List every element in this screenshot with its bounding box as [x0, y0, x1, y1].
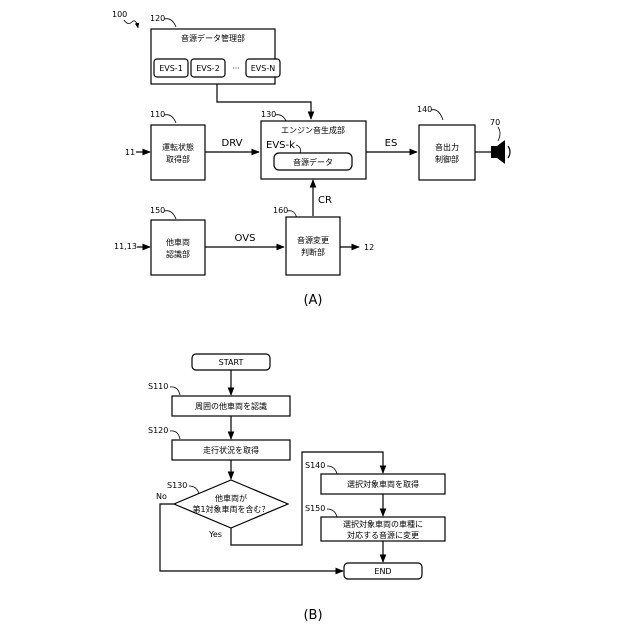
ref-70-leader: [498, 127, 500, 141]
end-label: END: [374, 567, 391, 576]
input-11: 11: [125, 148, 135, 157]
ref-70: 70: [490, 118, 500, 127]
ref-150-leader: [164, 211, 176, 219]
block-diagram: 100 120 音源データ管理部 EVS-1 EVS-2 ··· EVS-N 1…: [112, 10, 510, 308]
ref-140: 140: [417, 105, 432, 114]
evs-n-label: EVS-N: [251, 64, 275, 73]
flowchart: START S110 周囲の他車両を認識 S120 走行状況を取得 S130 他…: [148, 354, 445, 623]
sound-change-box: [286, 217, 340, 275]
s120-text: 走行状況を取得: [203, 445, 259, 455]
s130-line2: 第1対象車両を含む？: [192, 504, 269, 514]
es-label: ES: [385, 138, 398, 149]
cr-label: CR: [318, 195, 332, 206]
sound-change-line2: 判断部: [301, 247, 325, 257]
yes-label: Yes: [208, 530, 222, 539]
ref-160: 160: [273, 206, 288, 215]
ovs-label: OVS: [235, 233, 256, 244]
s150-label: S150: [305, 504, 325, 513]
evs-k-label: EVS-k: [266, 140, 295, 151]
s110-label: S110: [148, 382, 168, 391]
ref-140-leader: [431, 110, 443, 120]
s120-label: S120: [148, 426, 168, 435]
ref-110-leader: [164, 115, 176, 123]
evs-ellipsis: ···: [232, 64, 240, 73]
sound-data-inner-label: 音源データ: [293, 157, 333, 167]
drv-label: DRV: [222, 138, 243, 149]
s150-line2: 対応する音源に変更: [347, 530, 419, 540]
s130-line1: 他車両が: [215, 493, 247, 503]
s150-line1: 選択対象車両の車種に: [343, 519, 423, 529]
caption-a: (A): [303, 293, 322, 308]
other-vehicle-line1: 他車両: [166, 237, 190, 247]
ref-130: 130: [261, 110, 276, 119]
driving-state-line2: 取得部: [166, 154, 190, 164]
sound-output-line2: 制御部: [435, 154, 459, 164]
ref-150: 150: [150, 206, 165, 215]
evs-2-label: EVS-2: [196, 64, 220, 73]
ref-100-leader: [124, 20, 138, 28]
s140-label: S140: [305, 461, 325, 470]
s130-leader: [189, 486, 199, 494]
evs-1-label: EVS-1: [159, 64, 183, 73]
sound-output-line1: 音出力: [435, 142, 459, 152]
engine-sound-gen-title: エンジン音生成部: [281, 125, 345, 135]
sound-change-line1: 音源変更: [297, 235, 329, 245]
s130-decision: [174, 480, 288, 528]
input-11-13: 11,13: [114, 242, 137, 251]
sound-data-manager-title: 音源データ管理部: [181, 33, 245, 43]
s140-text: 選択対象車両を取得: [347, 479, 419, 489]
driving-state-box: [151, 125, 205, 180]
s130-label: S130: [167, 481, 187, 490]
output-12: 12: [364, 243, 374, 252]
driving-state-line1: 運転状態: [162, 142, 194, 152]
other-vehicle-box: [151, 220, 205, 275]
s150-leader: [327, 509, 337, 517]
caption-b: (B): [303, 608, 322, 623]
s110-text: 周囲の他車両を認識: [195, 401, 267, 411]
speaker-icon: [491, 140, 510, 164]
ref-110: 110: [150, 110, 165, 119]
sound-output-box: [419, 125, 475, 180]
s120-leader: [170, 431, 180, 439]
ref-120-leader: [164, 19, 176, 27]
no-label: No: [156, 492, 167, 501]
s140-leader: [327, 466, 337, 474]
ref-100: 100: [112, 10, 127, 19]
ref-120: 120: [150, 14, 165, 23]
start-label: START: [219, 358, 244, 367]
other-vehicle-line2: 認識部: [166, 249, 190, 259]
s110-leader: [170, 387, 180, 395]
